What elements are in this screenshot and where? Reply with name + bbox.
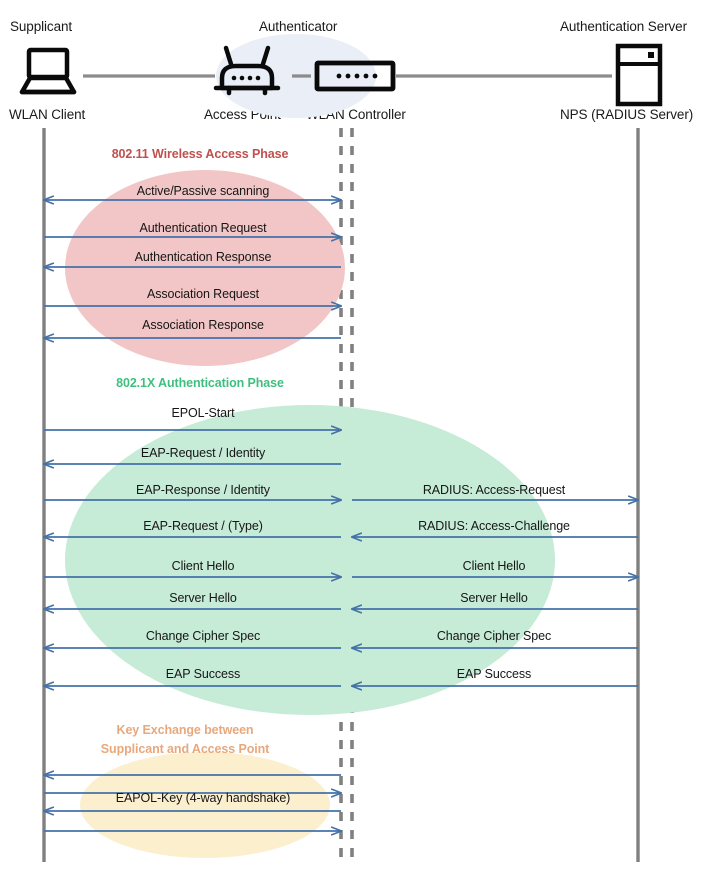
message-arrows-right — [352, 500, 638, 686]
phase-title-key-exchange-line2: Supplicant and Access Point — [100, 742, 270, 756]
msg-label-epol-start: EPOL-Start — [171, 406, 235, 420]
msg-label-radius-access-request: RADIUS: Access-Request — [422, 483, 566, 497]
msg-label-association-request: Association Request — [146, 287, 260, 301]
wlan-controller-icon — [314, 60, 396, 92]
msg-label-active-passive-scanning: Active/Passive scanning — [136, 184, 270, 198]
msg-label-eap-response-identity: EAP-Response / Identity — [136, 483, 270, 497]
msg-label-client-hello-right: Client Hello — [462, 559, 526, 573]
device-label-nps: NPS (RADIUS Server) — [560, 107, 694, 122]
phase-title-key-exchange-line1: Key Exchange between — [116, 723, 254, 737]
msg-label-authentication-response: Authentication Response — [134, 250, 272, 264]
phase-ellipse-wireless-access — [65, 170, 345, 366]
role-label-supplicant: Supplicant — [10, 19, 73, 34]
role-label-authenticator: Authenticator — [259, 19, 338, 34]
device-label-wlan-client: WLAN Client — [9, 107, 86, 122]
phase-ellipse-dot1x-auth — [65, 405, 555, 715]
phase-title-wireless-access: 802.11 Wireless Access Phase — [111, 147, 289, 161]
msg-label-eap-success-left: EAP Success — [165, 667, 241, 681]
msg-label-eap-success-right: EAP Success — [456, 667, 532, 681]
msg-label-client-hello-left: Client Hello — [171, 559, 235, 573]
phase-ellipse-key-exchange — [80, 752, 330, 858]
msg-label-eapol-key: EAPOL-Key (4-way handshake) — [115, 791, 291, 805]
phase-title-key-exchange: Key Exchange between Supplicant and Acce… — [0, 721, 370, 759]
msg-label-server-hello-right: Server Hello — [460, 591, 528, 605]
msg-label-association-response: Association Response — [142, 318, 264, 332]
msg-label-authentication-request: Authentication Request — [139, 221, 267, 235]
msg-label-eap-request-identity: EAP-Request / Identity — [140, 446, 266, 460]
msg-label-change-cipher-spec-left: Change Cipher Spec — [145, 629, 261, 643]
msg-label-server-hello-left: Server Hello — [169, 591, 237, 605]
role-label-auth-server: Authentication Server — [560, 19, 687, 34]
msg-label-eap-request-type: EAP-Request / (Type) — [143, 519, 263, 533]
msg-label-radius-access-challenge: RADIUS: Access-Challenge — [418, 519, 570, 533]
laptop-icon — [19, 47, 77, 95]
msg-label-change-cipher-spec-right: Change Cipher Spec — [436, 629, 552, 643]
phase-title-dot1x-auth: 802.1X Authentication Phase — [116, 376, 284, 390]
message-arrows-left — [44, 200, 341, 831]
rack-server-icon — [615, 43, 663, 107]
wireless-access-point-icon — [213, 45, 281, 96]
